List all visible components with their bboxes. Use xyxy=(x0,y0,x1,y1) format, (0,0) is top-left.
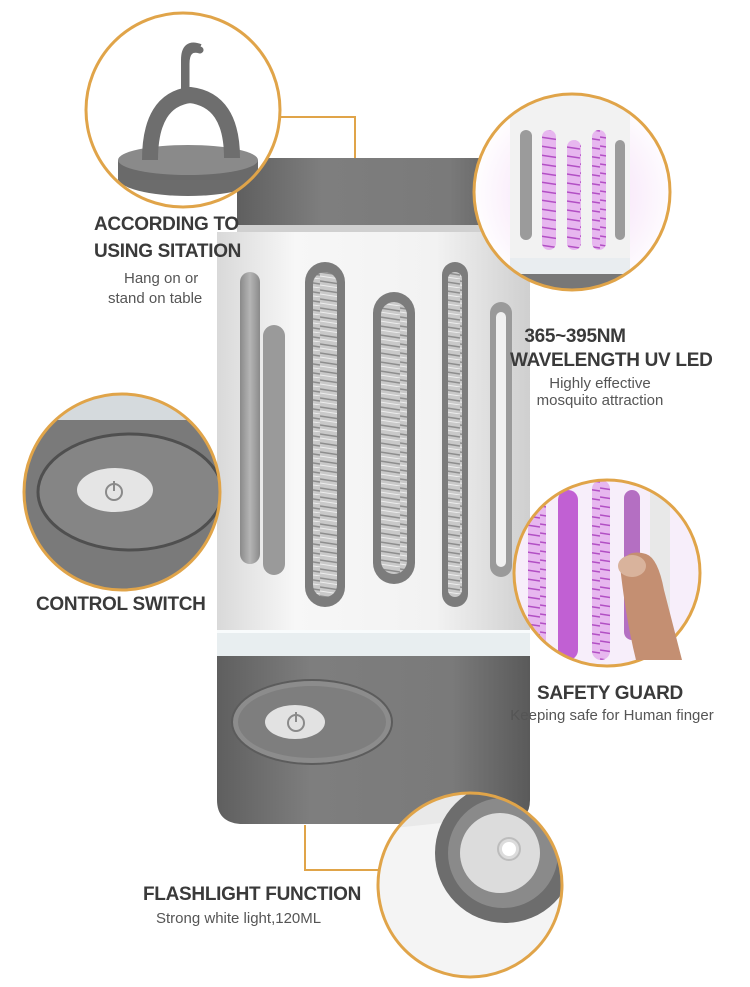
flashlight-title: FLASHLIGHT FUNCTION xyxy=(143,884,362,905)
hook-desc-line1: Hang on or xyxy=(124,270,199,287)
safety-title: SAFETY GUARD xyxy=(537,683,683,704)
hook-title-line2: USING SITATION xyxy=(94,241,242,262)
finger-icon xyxy=(618,552,682,660)
hook-title-line1: ACCORDING TO xyxy=(94,214,239,235)
uv-desc-line2: mosquito attraction xyxy=(536,392,664,409)
safety-desc: Keeping safe for Human finger xyxy=(510,707,714,724)
switch-title: CONTROL SWITCH xyxy=(36,594,206,615)
uv-title-line1: 365~395NM xyxy=(524,326,626,347)
flashlight-desc: Strong white light,120ML xyxy=(156,910,322,927)
hook-icon xyxy=(182,45,204,102)
uv-title-line2: WAVELENGTH UV LED xyxy=(510,350,713,371)
flashlight-lens-icon xyxy=(497,837,521,861)
power-icon xyxy=(287,712,305,732)
uv-desc-line1: Highly effective xyxy=(549,375,651,392)
power-icon xyxy=(105,481,123,501)
hook-desc-line2: stand on table xyxy=(108,290,203,307)
